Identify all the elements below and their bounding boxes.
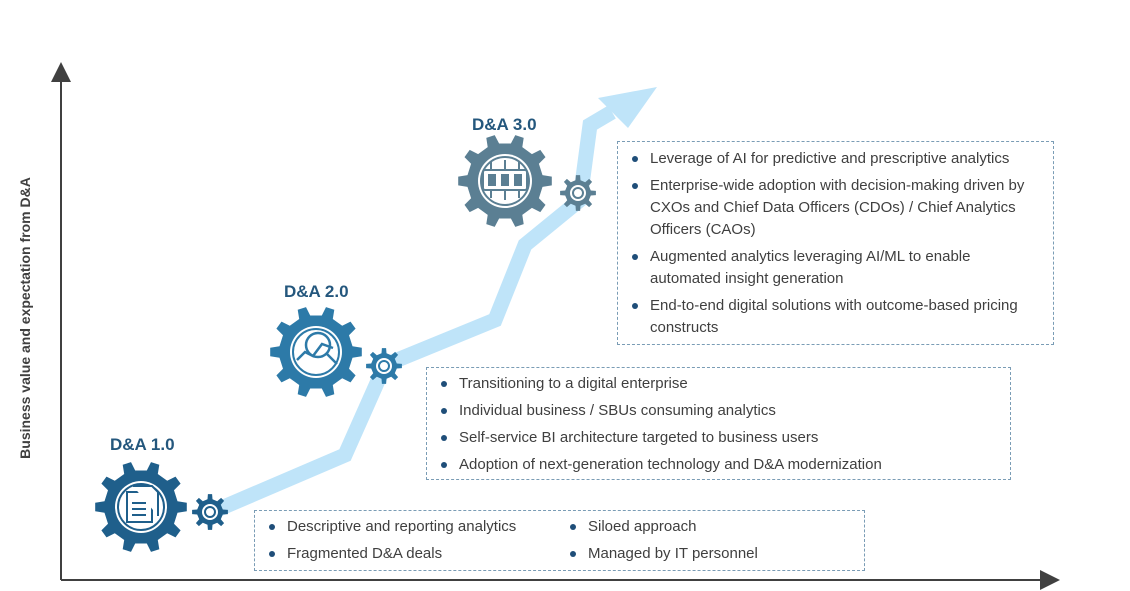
stage-title-2: D&A 2.0 <box>284 282 349 301</box>
stage-title-3: D&A 3.0 <box>472 115 537 134</box>
small-gear-icon <box>192 494 228 530</box>
bullet-item: Augmented analytics leveraging AI/ML to … <box>624 246 1043 290</box>
bullet-item: End-to-end digital solutions with outcom… <box>624 295 1043 339</box>
bullet-item: Fragmented D&A deals <box>261 543 561 565</box>
small-gear-icon <box>366 348 402 384</box>
stage-2-bullets: Transitioning to a digital enterprise In… <box>426 367 1011 480</box>
bullet-item: Enterprise-wide adoption with decision-m… <box>624 175 1043 241</box>
stage-3-bullets: Leverage of AI for predictive and prescr… <box>617 141 1054 345</box>
chip-icon <box>482 160 528 200</box>
bullet-item: Transitioning to a digital enterprise <box>433 373 1004 395</box>
document-icon <box>126 485 159 523</box>
small-gear-icon <box>560 175 596 211</box>
bullet-item: Leverage of AI for predictive and prescr… <box>624 148 1043 170</box>
stage-1-bullets: Descriptive and reporting analytics Frag… <box>254 510 865 571</box>
bullet-item: Self-service BI architecture targeted to… <box>433 427 1004 449</box>
stage-title-1: D&A 1.0 <box>110 435 175 454</box>
bullet-item: Adoption of next-generation technology a… <box>433 454 1004 476</box>
magnifier-chart-icon <box>296 331 338 365</box>
bullet-item: Managed by IT personnel <box>562 543 852 565</box>
growth-arrow-head <box>598 87 657 128</box>
bullet-item: Descriptive and reporting analytics <box>261 516 561 538</box>
y-axis-label: Business value and expectation from D&A <box>17 177 33 459</box>
growth-arrow-path <box>202 105 616 522</box>
bullet-item: Siloed approach <box>562 516 852 538</box>
bullet-item: Individual business / SBUs consuming ana… <box>433 400 1004 422</box>
